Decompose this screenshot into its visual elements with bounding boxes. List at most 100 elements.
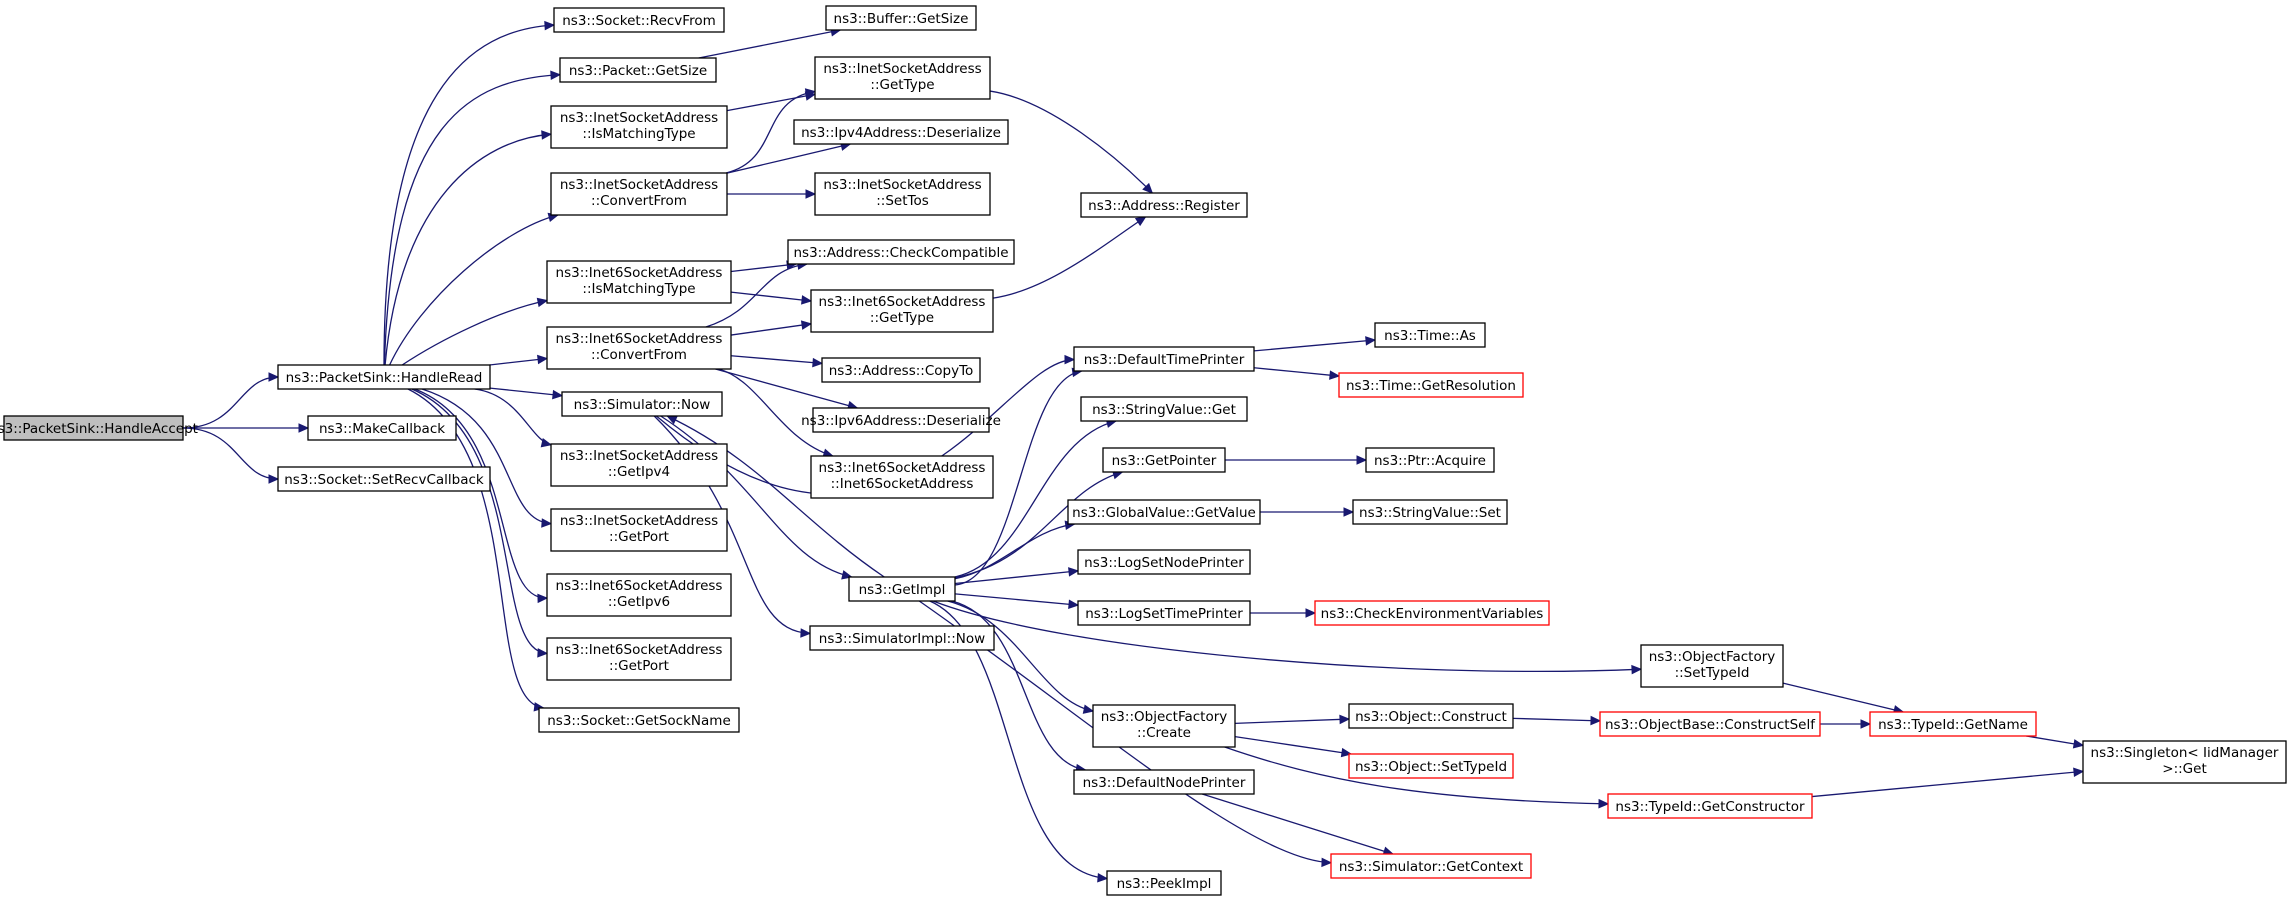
edge-line	[1512, 717, 1601, 722]
node-label: ns3::InetSocketAddress	[560, 513, 718, 529]
node-i6sa-getipv6[interactable]: ns3::Inet6SocketAddress::GetIpv6	[546, 573, 732, 617]
node-box	[1106, 870, 1222, 896]
node-i6sa-ctor[interactable]: ns3::Inet6SocketAddress::Inet6SocketAddr…	[810, 455, 994, 499]
node-box	[3, 415, 184, 441]
node-label: ::GetType	[870, 77, 934, 93]
node-typeid-getname[interactable]: ns3::TypeId::GetName	[1869, 711, 2037, 737]
node-check-env-vars[interactable]: ns3::CheckEnvironmentVariables	[1314, 600, 1550, 626]
node-time-as[interactable]: ns3::Time::As	[1374, 322, 1486, 348]
node-stringvalue-get[interactable]: ns3::StringValue::Get	[1080, 396, 1248, 422]
edge-globalvalue-getvalue-to-stringvalue-set	[1259, 507, 1355, 517]
node-typeid-getconstructor[interactable]: ns3::TypeId::GetConstructor	[1607, 793, 1813, 819]
node-address-checkcompatible[interactable]: ns3::Address::CheckCompatible	[787, 239, 1015, 265]
edge-arrowhead	[541, 518, 553, 528]
node-getpointer[interactable]: ns3::GetPointer	[1102, 447, 1226, 473]
node-isa-convertfrom[interactable]: ns3::InetSocketAddress::ConvertFrom	[550, 172, 728, 216]
edge-line	[1253, 367, 1340, 377]
node-ipv6-deserialize[interactable]: ns3::Ipv6Address::Deserialize	[801, 407, 1001, 433]
node-simimpl-now[interactable]: ns3::SimulatorImpl::Now	[809, 625, 995, 651]
node-objfactory-settypeid[interactable]: ns3::ObjectFactory::SetTypeId	[1640, 644, 1784, 688]
edge-i6sa-ismatchingtype-to-i6sa-gettype	[730, 291, 813, 305]
edge-isa-convertfrom-to-isa-gettype	[725, 88, 817, 174]
node-logsettimeprinter[interactable]: ns3::LogSetTimePrinter	[1077, 600, 1251, 626]
node-box	[1067, 499, 1261, 525]
node-set-recv-callback[interactable]: ns3::Socket::SetRecvCallback	[277, 466, 491, 492]
node-box	[546, 573, 732, 617]
node-isa-getport[interactable]: ns3::InetSocketAddress::GetPort	[550, 508, 728, 552]
node-default-time-printer[interactable]: ns3::DefaultTimePrinter	[1073, 346, 1255, 372]
node-i6sa-ismatchingtype[interactable]: ns3::Inet6SocketAddress::IsMatchingType	[546, 260, 732, 304]
node-isa-settos[interactable]: ns3::InetSocketAddress::SetTos	[814, 172, 991, 216]
node-objectbase-constructself[interactable]: ns3::ObjectBase::ConstructSelf	[1599, 711, 1821, 737]
edge-arrowhead	[1339, 714, 1351, 725]
node-i6sa-gettype[interactable]: ns3::Inet6SocketAddress::GetType	[810, 289, 994, 333]
node-label: ns3::Packet::GetSize	[569, 63, 707, 79]
node-stringvalue-set[interactable]: ns3::StringValue::Set	[1352, 499, 1508, 525]
node-label: ns3::Inet6SocketAddress	[819, 460, 986, 476]
node-label: ns3::GlobalValue::GetValue	[1072, 505, 1256, 521]
node-box	[787, 239, 1015, 265]
edge-line	[182, 427, 279, 480]
node-i6sa-getport[interactable]: ns3::Inet6SocketAddress::GetPort	[546, 637, 732, 681]
node-box	[550, 105, 728, 149]
node-default-node-printer[interactable]: ns3::DefaultNodePrinter	[1073, 769, 1255, 795]
node-box	[546, 260, 732, 304]
node-ipv4-deserialize[interactable]: ns3::Ipv4Address::Deserialize	[793, 119, 1009, 145]
node-ptr-acquire[interactable]: ns3::Ptr::Acquire	[1365, 447, 1495, 473]
node-object-construct[interactable]: ns3::Object::Construct	[1348, 703, 1514, 729]
edge-line	[718, 368, 833, 457]
node-globalvalue-getvalue[interactable]: ns3::GlobalValue::GetValue	[1067, 499, 1261, 525]
node-label: ::Inet6SocketAddress	[831, 476, 974, 492]
node-buffer-getsize[interactable]: ns3::Buffer::GetSize	[825, 5, 977, 31]
node-address-copyto[interactable]: ns3::Address::CopyTo	[821, 357, 981, 383]
node-simulator-now[interactable]: ns3::Simulator::Now	[561, 391, 723, 417]
node-handle-read[interactable]: ns3::PacketSink::HandleRead	[277, 364, 491, 390]
node-singleton-get[interactable]: ns3::Singleton< IidManager >::Get	[2082, 740, 2287, 784]
edge-arrowhead	[537, 354, 549, 365]
node-objfactory-create[interactable]: ns3::ObjectFactory::Create	[1092, 704, 1236, 748]
node-label: ns3::TypeId::GetName	[1878, 717, 2028, 733]
node-isa-ismatchingtype[interactable]: ns3::InetSocketAddress::IsMatchingType	[550, 105, 728, 149]
node-label: ns3::Socket::RecvFrom	[562, 13, 716, 29]
node-label: ::ConvertFrom	[591, 347, 687, 363]
node-label: ns3::PacketSink::HandleRead	[286, 370, 483, 386]
node-box	[550, 443, 728, 487]
node-label: ns3::Time::As	[1384, 328, 1476, 344]
node-time-getresolution[interactable]: ns3::Time::GetResolution	[1338, 372, 1524, 398]
edge-i6sa-gettype-to-address-register	[992, 216, 1147, 299]
node-getimpl[interactable]: ns3::GetImpl	[848, 576, 956, 602]
node-simulator-getcontext[interactable]: ns3::Simulator::GetContext	[1330, 853, 1532, 879]
node-peekimpl[interactable]: ns3::PeekImpl	[1106, 870, 1222, 896]
edge-arrowhead	[268, 372, 280, 382]
node-object-settypeid[interactable]: ns3::Object::SetTypeId	[1348, 753, 1514, 779]
edge-line	[414, 388, 548, 599]
edge-line	[182, 376, 279, 429]
node-label: ns3::Buffer::GetSize	[834, 11, 969, 27]
edge-arrowhead	[550, 70, 562, 80]
node-label: ::GetIpv6	[608, 594, 670, 610]
node-box	[546, 326, 732, 370]
edge-arrowhead	[1343, 507, 1355, 517]
edge-line	[1224, 746, 1609, 805]
node-label: ns3::Simulator::Now	[574, 397, 711, 413]
edge-typeid-getname-to-singleton-get	[2026, 735, 2085, 749]
node-isa-getipv4[interactable]: ns3::InetSocketAddress::GetIpv4	[550, 443, 728, 487]
node-socket-getsockname[interactable]: ns3::Socket::GetSockName	[538, 707, 740, 733]
node-i6sa-convertfrom[interactable]: ns3::Inet6SocketAddress::ConvertFrom	[546, 326, 732, 370]
edge-arrowhead	[537, 593, 549, 604]
edge-line	[947, 600, 1094, 712]
edge-line	[705, 263, 808, 328]
node-make-callback[interactable]: ns3::MakeCallback	[307, 415, 457, 441]
node-label: ns3::SimulatorImpl::Now	[819, 631, 985, 647]
edge-line	[401, 299, 548, 366]
node-logsetnodeprinter[interactable]: ns3::LogSetNodePrinter	[1077, 549, 1251, 575]
node-address-register[interactable]: ns3::Address::Register	[1080, 192, 1248, 218]
node-socket-recvfrom[interactable]: ns3::Socket::RecvFrom	[553, 7, 725, 33]
edge-line	[725, 90, 816, 174]
edge-objfactory-settypeid-to-typeid-getname	[1782, 682, 1905, 715]
node-packet-getsize[interactable]: ns3::Packet::GetSize	[559, 57, 717, 83]
call-edges	[182, 20, 2085, 883]
edge-objfactory-create-to-object-settypeid	[1234, 735, 1353, 758]
node-label: ns3::Inet6SocketAddress	[556, 642, 723, 658]
node-isa-gettype[interactable]: ns3::InetSocketAddress::GetType	[814, 56, 991, 100]
